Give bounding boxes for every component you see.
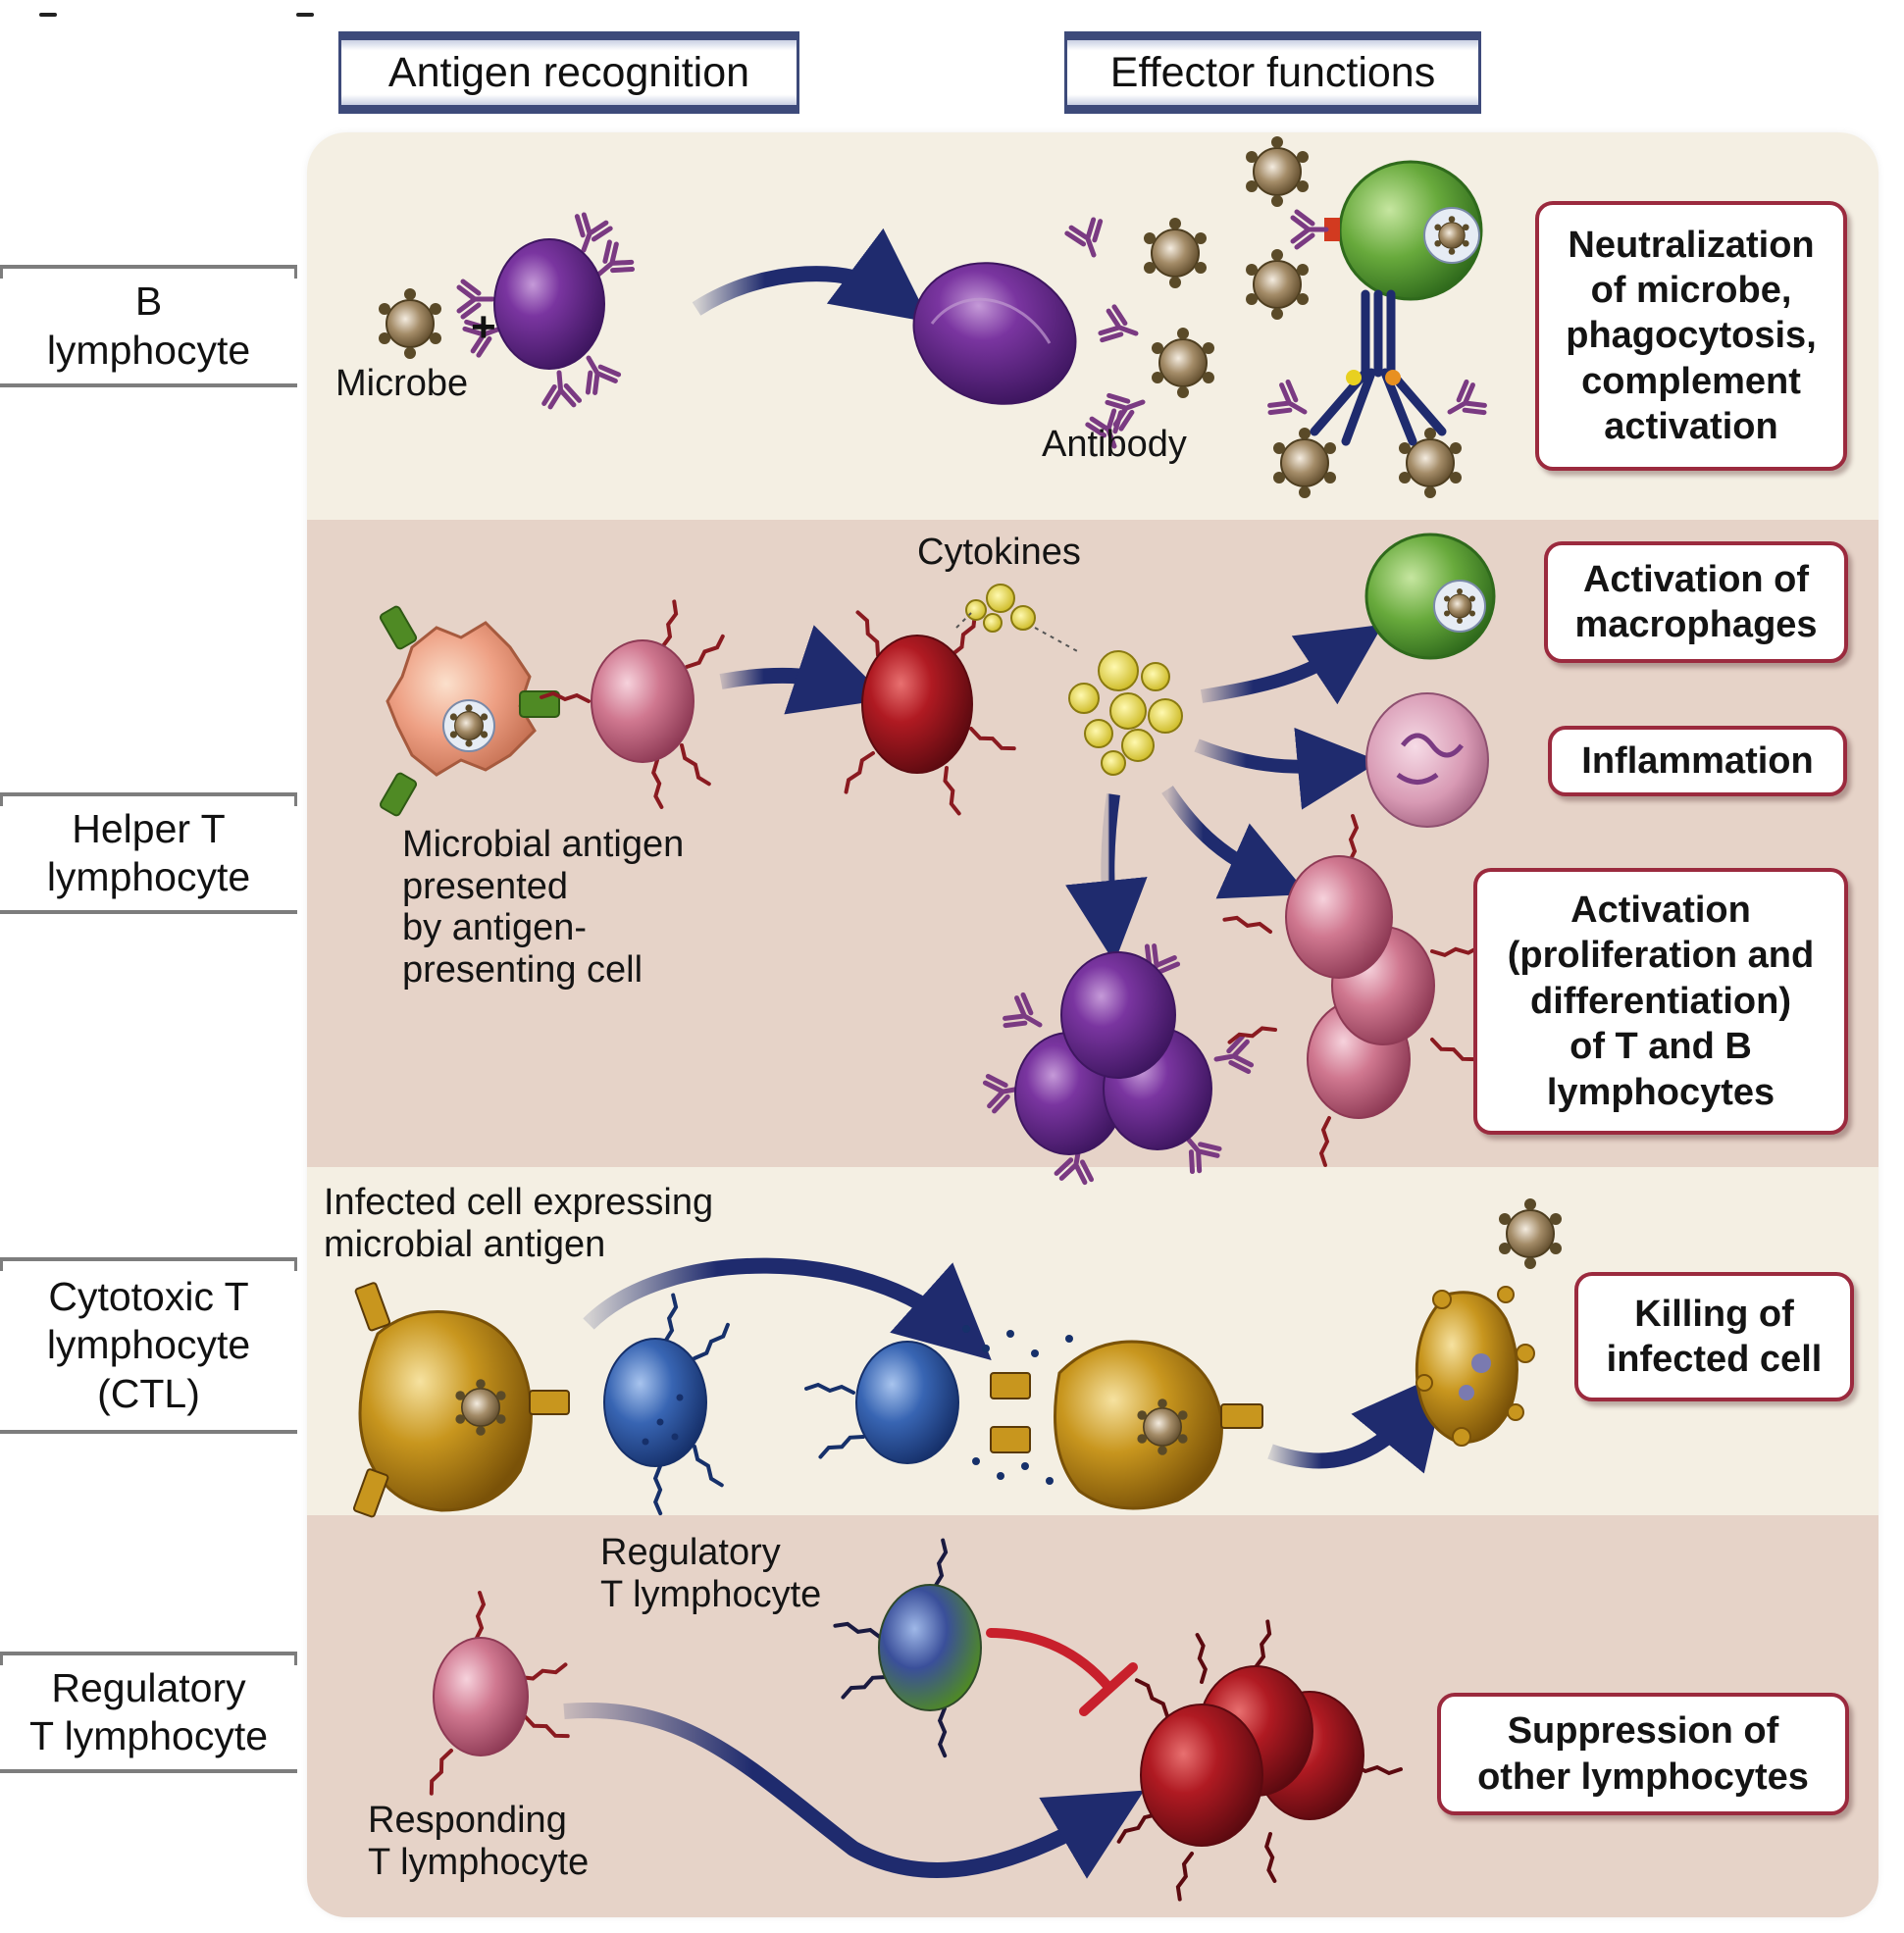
outcome-line: phagocytosis, (1566, 315, 1817, 357)
dying-cell-icon (1415, 1286, 1535, 1447)
outcome-line: macrophages (1574, 604, 1818, 645)
caption-line: presenting cell (402, 948, 643, 991)
row-label-line: (CTL) (97, 1370, 200, 1416)
caption-infected-cell: Infected cell expressing microbial antig… (324, 1182, 713, 1265)
row-label-line: Helper T (72, 805, 226, 851)
caption-responding-t-cell: Responding T lymphocyte (368, 1800, 589, 1883)
microbe-icon (1143, 217, 1208, 289)
outcome-line: Neutralization (1568, 224, 1815, 266)
microbe-icon (1272, 427, 1337, 499)
microbe-icon (378, 287, 442, 360)
caption-line: microbial antigen (324, 1223, 606, 1265)
microbe-icon (1498, 1197, 1563, 1270)
caption-regulatory-t-cell: Regulatory T lymphocyte (600, 1532, 821, 1615)
arrow-icon (1194, 727, 1380, 810)
microbe-icon (1245, 135, 1310, 208)
outcome-line: Activation of (1582, 558, 1810, 600)
arrow-icon (1200, 624, 1383, 705)
infected-cell-icon (352, 1282, 570, 1518)
caption-line: Microbial antigen (402, 824, 685, 865)
plasma-cell-icon (912, 262, 1077, 405)
row-label-b-lymphocyte: B lymphocyte (0, 265, 297, 387)
macrophage-icon (1293, 160, 1483, 301)
arrow-icon (1161, 786, 1309, 899)
caption-line: Regulatory (600, 1532, 781, 1573)
outcome-line: (proliferation and (1507, 935, 1815, 977)
proliferating-b-cells-icon (984, 943, 1252, 1184)
outcome-line: Activation (1570, 890, 1751, 932)
row-label-line: lymphocyte (46, 854, 251, 899)
suppressed-t-cells-icon (1114, 1618, 1403, 1903)
arrow-icon (1267, 1370, 1448, 1474)
caption-line: Responding (368, 1800, 567, 1841)
row-label-line: lymphocyte (46, 1322, 251, 1368)
outcome-line: of microbe, (1590, 269, 1792, 311)
ctl-killing-icon (804, 1325, 1263, 1510)
row-label-line: Regulatory (51, 1664, 246, 1710)
arrow-icon (692, 228, 931, 323)
proliferating-t-cells-icon (1221, 814, 1482, 1167)
caption-line: T lymphocyte (368, 1841, 590, 1883)
outcome-line: of T and B (1570, 1026, 1752, 1068)
outcome-line: Killing of (1634, 1293, 1794, 1335)
row-label-treg: Regulatory T lymphocyte (0, 1652, 297, 1773)
microbe-icon (1245, 248, 1310, 321)
inhibition-icon (986, 1628, 1138, 1716)
outcome-line: differentiation) (1530, 980, 1791, 1022)
arrow-icon (1065, 793, 1148, 963)
arrow-icon (563, 1703, 1145, 1879)
caption-line: Infected cell expressing (324, 1182, 714, 1223)
caption-line: T lymphocyte (600, 1573, 822, 1615)
outcome-lymphocyte-activation: Activation (proliferation and differenti… (1473, 868, 1848, 1135)
row-label-line: T lymphocyte (28, 1713, 269, 1758)
corner-mark (296, 13, 314, 17)
antibody-icon (1267, 380, 1488, 427)
caption-line: by antigen- (402, 907, 588, 949)
arrow-icon (583, 1257, 992, 1360)
responding-t-cell-icon (426, 1591, 572, 1798)
outcome-inflammation: Inflammation (1548, 726, 1847, 796)
row-label-ctl: Cytotoxic T lymphocyte (CTL) (0, 1257, 297, 1434)
outcome-line: Inflammation (1581, 739, 1814, 782)
regulatory-t-cell-icon (832, 1538, 982, 1758)
ctl-cell-icon (603, 1293, 733, 1516)
caption-microbe: Microbe (335, 363, 469, 404)
antigen-presenting-cell-icon (379, 605, 560, 817)
outcome-suppression: Suppression of other lymphocytes (1437, 1693, 1849, 1815)
column-header-antigen-recognition: Antigen recognition (338, 31, 799, 114)
caption-cytokines: Cytokines (917, 532, 1081, 573)
cytokine-icon (955, 584, 1183, 776)
b-cell-icon (459, 213, 636, 408)
antibody-icon (1065, 218, 1149, 452)
outcome-line: Suppression of (1507, 1710, 1779, 1753)
column-header-label: Antigen recognition (387, 48, 750, 96)
plus-sign: + (471, 303, 496, 351)
row-label-line: lymphocyte (46, 327, 251, 373)
outcome-killing-infected-cell: Killing of infected cell (1574, 1272, 1854, 1401)
column-header-label: Effector functions (1109, 48, 1436, 96)
complement-icon (1310, 289, 1447, 446)
outcome-line: lymphocytes (1546, 1071, 1775, 1113)
outcome-line: activation (1604, 406, 1778, 448)
outcome-line: complement (1581, 360, 1801, 402)
arrow-icon (719, 625, 889, 715)
column-header-effector-functions: Effector functions (1064, 31, 1481, 114)
activated-macrophage-icon (1364, 533, 1496, 660)
outcome-line: infected cell (1606, 1339, 1823, 1380)
outcome-neutralization: Neutralization of microbe, phagocytosis,… (1535, 201, 1847, 471)
corner-mark (39, 13, 57, 17)
caption-line: presented (402, 865, 569, 907)
caption-antigen-presenting-cell: Microbial antigen presented by antigen- … (402, 824, 684, 991)
outcome-line: other lymphocytes (1477, 1755, 1809, 1798)
caption-antibody: Antibody (1042, 424, 1187, 465)
row-label-helper-t: Helper T lymphocyte (0, 792, 297, 914)
outcome-activation-of-macrophages: Activation of macrophages (1544, 541, 1848, 663)
effector-t-cell-icon (841, 608, 1018, 817)
helper-t-cell-icon (540, 598, 726, 810)
neutrophil-icon (1365, 692, 1489, 828)
row-label-line: B (134, 279, 163, 325)
microbe-icon (1151, 327, 1215, 399)
row-label-line: Cytotoxic T (48, 1274, 249, 1320)
